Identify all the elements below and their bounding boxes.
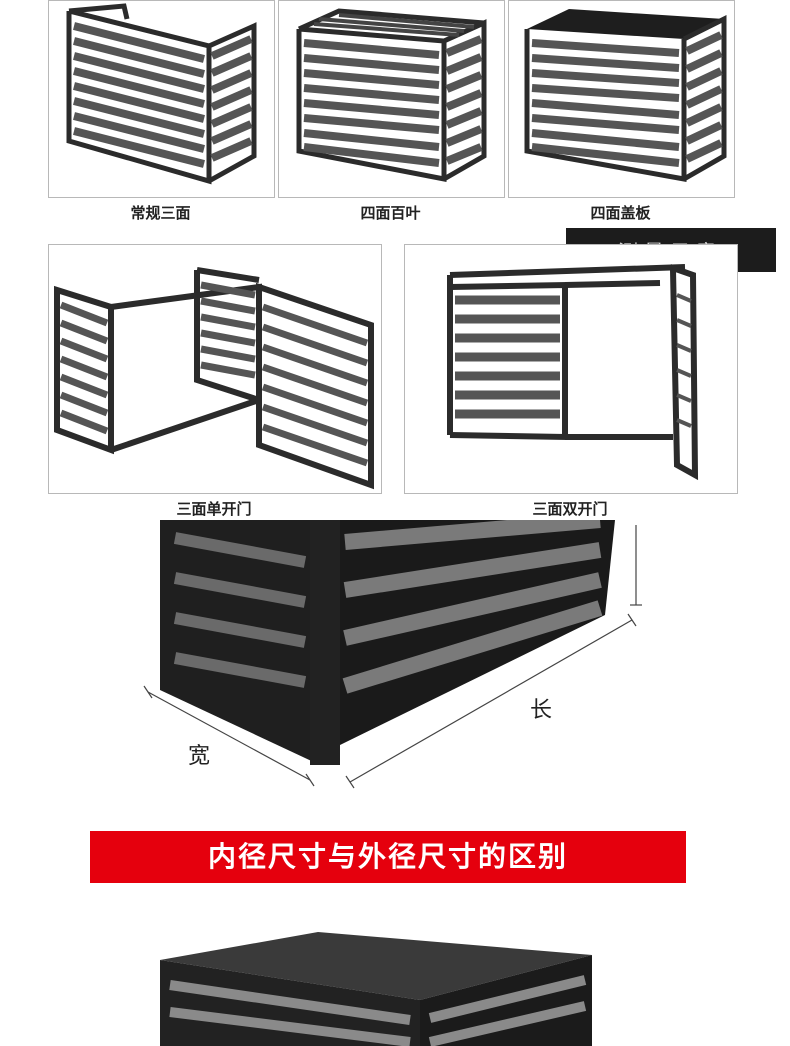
cover-product-image: [160, 932, 592, 1046]
dimension-width-label: 宽: [188, 744, 211, 769]
section-banner-title: 内径尺寸与外径尺寸的区别: [207, 840, 568, 873]
product-image-four-louver: [296, 8, 487, 183]
product-label-four-louver: 四面百叶: [360, 204, 421, 222]
product-label-standard-three: 常规三面: [130, 204, 191, 222]
product-card-three-double-door: [404, 244, 738, 494]
product-image-three-double-door: [447, 264, 699, 481]
measurement-diagram: [143, 520, 642, 789]
product-card-standard-three: [48, 0, 275, 198]
product-card-four-cover: [508, 0, 735, 198]
product-image-four-cover: [524, 9, 727, 182]
product-label-three-single-door: 三面单开门: [176, 500, 252, 518]
product-label-four-cover: 四面盖板: [590, 204, 651, 222]
dimension-length-label: 长: [530, 698, 553, 723]
product-card-three-single-door: [48, 244, 382, 494]
product-image-three-single-door: [54, 267, 374, 490]
product-image-standard-three: [66, 3, 257, 185]
product-card-four-louver: [278, 0, 505, 198]
section-banner: 内径尺寸与外径尺寸的区别: [90, 831, 686, 883]
product-label-three-double-door: 三面双开门: [532, 500, 608, 518]
